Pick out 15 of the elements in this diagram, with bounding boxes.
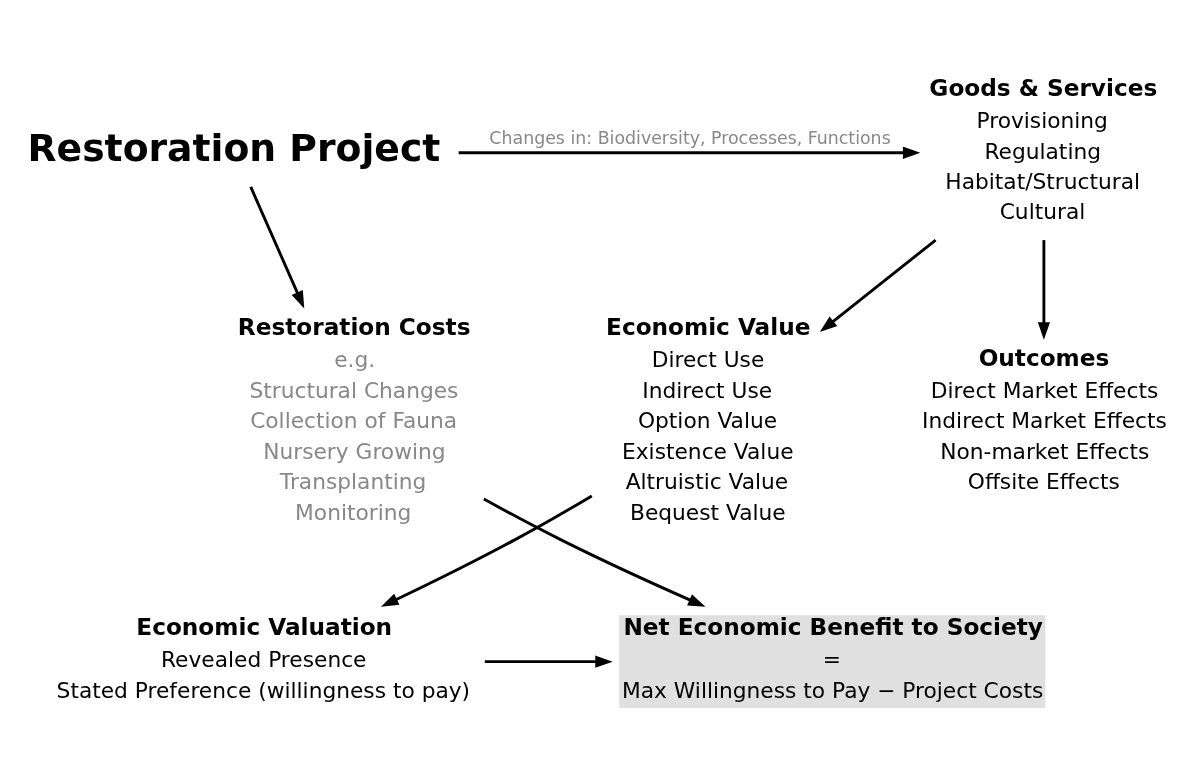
node-text: Economic Valuation Revealed Presence Stated Preference (willingness to pay) [56,613,471,703]
node-text: Goods & Services Provisioning Regulating Habitat/Structural Cultural [929,73,1158,225]
node-text: Outcomes Direct Market Effects Indirect Market Effects Non-market Effects Offsite Effects [922,343,1167,495]
node-text: Restoration Costs e.g. Structural Changes Collection of Fauna Nursery Growing Transplanting Monitoring [237,313,471,525]
node-text: Restoration Project [27,126,441,171]
arrow [484,655,613,668]
node-text: Economic Value Direct Use Indirect Use Option Value Existence Value Altruistic Value Bequest Value [606,313,811,525]
arrow [483,497,706,607]
arrow [381,494,593,607]
edge-label: Changes in: Biodiversity, Processes, Functions [489,127,891,148]
arrow [1037,240,1050,340]
arrow [819,238,937,333]
node-box: Net Economic Benefit to Society = Max Willingness to Pay − Project Costs [619,615,1046,709]
arrow [249,186,305,309]
arrow [458,146,921,159]
